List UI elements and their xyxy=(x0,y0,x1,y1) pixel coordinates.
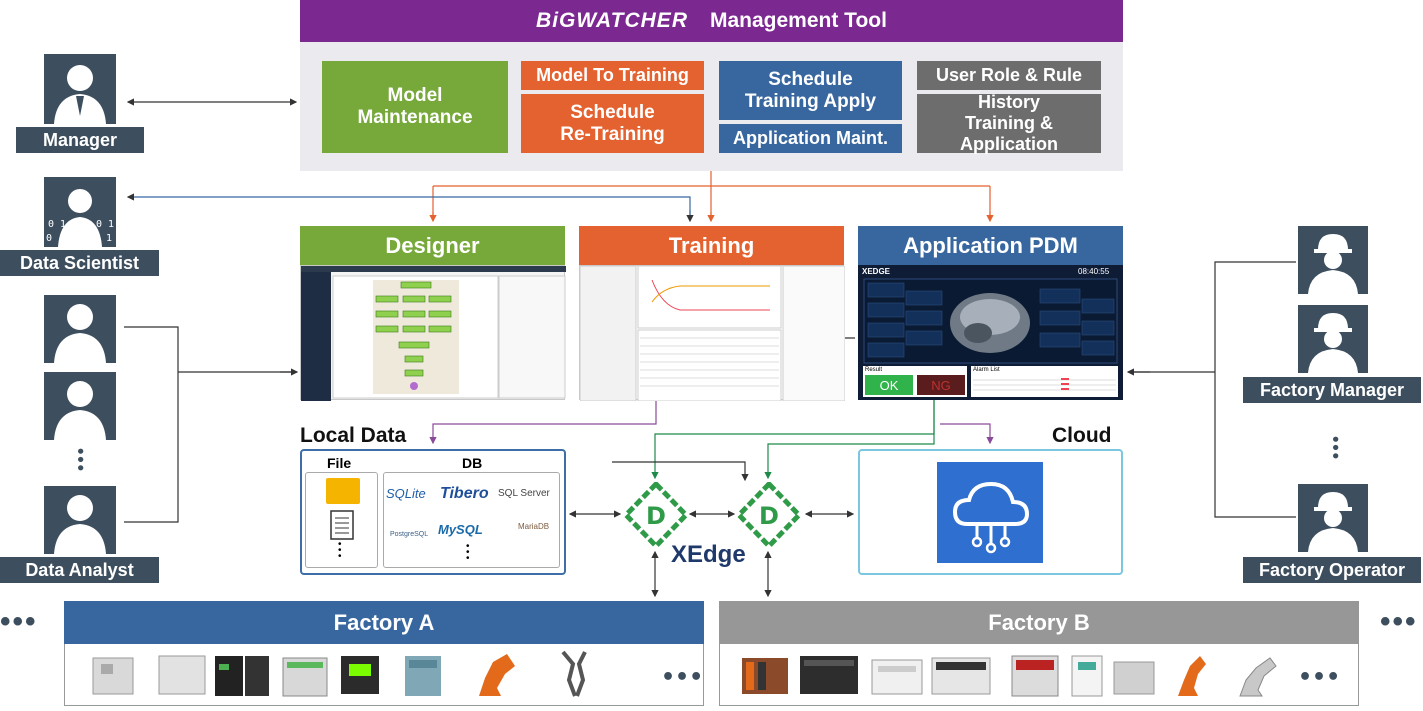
factory-worker-icon-2 xyxy=(1298,305,1368,373)
file-label: File xyxy=(327,455,352,471)
factory-a-header: Factory A xyxy=(64,601,704,644)
db-more-dots: ••• xyxy=(466,541,470,564)
result-panel: Result OK NG xyxy=(863,366,967,397)
alarm-list-panel: Alarm List xyxy=(971,366,1118,397)
application-pdm-header: Application PDM xyxy=(858,226,1123,265)
svg-text:1: 1 xyxy=(106,233,112,244)
history-button[interactable]: History Training & Application xyxy=(917,92,1101,154)
local-data-title: Local Data xyxy=(300,424,407,447)
manager-icon xyxy=(44,54,116,124)
ng-indicator: NG xyxy=(917,375,965,395)
analyst-icon-1 xyxy=(44,295,116,363)
analyst-icon-2 xyxy=(44,372,116,440)
document-icon xyxy=(330,510,354,540)
factory-manager-label: Factory Manager xyxy=(1243,377,1421,403)
file-more-dots: ••• xyxy=(338,539,342,562)
factory-worker-icon-3 xyxy=(1298,484,1368,552)
svg-text:0 1: 0 1 xyxy=(96,219,114,230)
postgresql-logo: PostgreSQL xyxy=(390,531,429,538)
data-analyst-label: Data Analyst xyxy=(0,557,159,583)
bigwatcher-logo: BiGWATCHER xyxy=(536,9,688,32)
analyst-icon-3 xyxy=(44,486,116,554)
pdm-time: 08:40:55 xyxy=(1078,267,1110,276)
sqlserver-logo: SQL Server xyxy=(498,488,550,499)
db-box xyxy=(383,472,560,568)
edge-node-1-label: D xyxy=(646,502,666,530)
svg-text:•••: ••• xyxy=(1298,665,1340,690)
manager-label: Manager xyxy=(16,127,144,153)
more-factories-left: ••• xyxy=(0,605,38,638)
application-pdm-screenshot[interactable]: XEDGE 08:40:55 Result OK NG Alarm List xyxy=(858,265,1123,400)
cloud-title: Cloud xyxy=(1052,424,1112,447)
factory-b-header: Factory B xyxy=(719,601,1359,644)
tibero-logo: Tibero xyxy=(440,485,489,502)
result-label: Result xyxy=(865,367,883,373)
more-analysts-dots: ••• xyxy=(70,447,91,473)
factory-operator-label: Factory Operator xyxy=(1243,557,1421,583)
training-screenshot[interactable] xyxy=(579,265,846,402)
edge-node-2-icon[interactable]: D xyxy=(735,482,803,548)
more-factories-right: ••• xyxy=(1380,605,1418,638)
edge-node-1-icon[interactable]: D xyxy=(622,482,690,548)
mariadb-logo: MariaDB xyxy=(518,522,550,531)
db-label: DB xyxy=(462,455,483,471)
alarm-list-label: Alarm List xyxy=(973,367,1000,373)
data-scientist-label: Data Scientist xyxy=(0,250,159,276)
user-role-rule-button[interactable]: User Role & Rule xyxy=(917,61,1101,90)
header-title: Management Tool xyxy=(709,9,887,32)
training-header: Training xyxy=(579,226,844,265)
xedge-label: XEdge xyxy=(671,541,746,568)
factory-a-equipment: ••• xyxy=(64,644,704,706)
folder-icon xyxy=(326,478,360,504)
svg-text:0 1: 0 1 xyxy=(48,219,66,230)
mysql-logo: MySQL xyxy=(438,522,483,537)
schedule-retraining-button[interactable]: Schedule Re-Training xyxy=(521,94,704,153)
file-box xyxy=(305,472,378,568)
svg-text:•••: ••• xyxy=(661,665,703,690)
management-tool-header: BiGWATCHER Management Tool xyxy=(300,0,1123,42)
designer-header: Designer xyxy=(300,226,565,265)
schedule-training-apply-button[interactable]: Schedule Training Apply xyxy=(719,61,902,120)
model-maintenance-button[interactable]: Model Maintenance xyxy=(322,61,508,153)
pdm-brand: XEDGE xyxy=(862,267,891,276)
edge-node-2-label: D xyxy=(759,502,779,530)
designer-screenshot[interactable] xyxy=(300,265,566,401)
more-workers-dots: ••• xyxy=(1325,435,1346,461)
application-maint-button[interactable]: Application Maint. xyxy=(719,124,902,153)
factory-worker-icon-1 xyxy=(1298,226,1368,294)
ok-indicator: OK xyxy=(865,375,913,395)
factory-b-equipment: ••• xyxy=(719,644,1359,706)
cloud-icon xyxy=(937,462,1043,563)
sqlite-logo: SQLite xyxy=(386,486,426,501)
data-scientist-icon: 0 1 0 1 0 1 xyxy=(44,177,116,247)
svg-text:0: 0 xyxy=(46,233,52,244)
model-to-training-button[interactable]: Model To Training xyxy=(521,61,704,90)
